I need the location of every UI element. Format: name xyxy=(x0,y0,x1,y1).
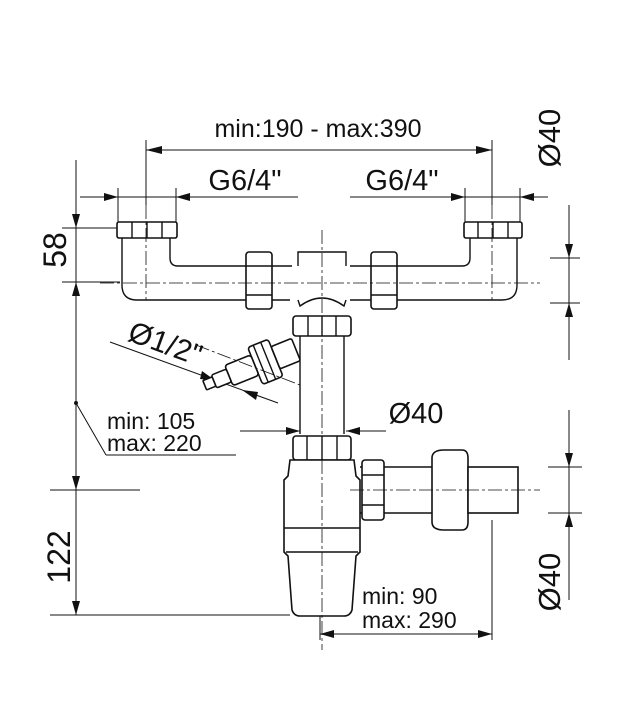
left-thread-label: G6/4" xyxy=(208,165,281,197)
right-inlet-nut xyxy=(463,221,523,239)
outlet-pipe xyxy=(360,466,440,514)
top-range-label: min:190 - max:390 xyxy=(214,115,421,143)
side-connector xyxy=(202,338,301,391)
left-coupling-nut xyxy=(245,251,273,310)
left-elbow-pipe xyxy=(121,238,292,301)
right-top-diameter-label: Ø40 xyxy=(532,109,567,168)
middle-diameter-dimension xyxy=(240,427,386,435)
right-coupling-nut xyxy=(370,251,398,310)
height-122-label: 122 xyxy=(41,530,77,583)
side-thread-label: Ø1/2" xyxy=(124,316,206,373)
tee-junction xyxy=(297,251,347,308)
center-lines xyxy=(100,205,540,650)
middle-diameter-label: Ø40 xyxy=(389,398,444,430)
side-thread-leader xyxy=(109,341,279,404)
middle-min-label: min: 105 xyxy=(107,408,195,434)
left-vertical-dimensions xyxy=(50,160,290,616)
thread-dimensions xyxy=(80,188,548,226)
middle-max-label: max: 220 xyxy=(107,430,202,456)
top-range-dimension xyxy=(145,140,493,205)
height-58-label: 58 xyxy=(37,232,73,268)
right-elbow-pipe xyxy=(350,238,518,301)
right-thread-label: G6/4" xyxy=(365,165,438,197)
bottom-min-label: min: 90 xyxy=(362,583,437,609)
right-vertical-dimensions xyxy=(548,205,582,600)
bottom-max-label: max: 290 xyxy=(362,607,457,633)
right-bottom-diameter-label: Ø40 xyxy=(532,553,567,612)
left-inlet-nut xyxy=(116,221,178,239)
